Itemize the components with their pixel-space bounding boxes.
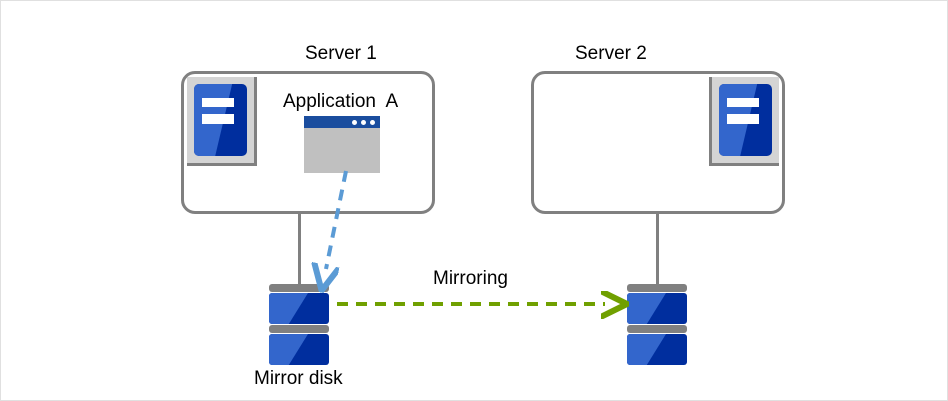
window-dot-icon [361,120,366,125]
disk-platter [269,293,329,324]
application-window-icon [304,116,380,173]
server-chassis [719,84,772,156]
mirroring-label: Mirroring [433,268,508,289]
server-chassis [194,84,247,156]
window-dot-icon [352,120,357,125]
mirror-disk-label: Mirror disk [254,368,343,389]
disk-bar [627,325,687,333]
window-dot-icon [370,120,375,125]
disk-stack-icon [627,284,687,366]
server-icon [709,77,779,166]
server-2-title: Server 2 [575,43,647,64]
server-icon [187,77,257,166]
disk-platter [269,334,329,365]
window-titlebar [304,116,380,128]
chassis-bar-upper [202,97,235,108]
dashed-mirroring-arrow-icon [337,296,625,316]
chassis-bar-lower [727,114,760,124]
application-a-label: Application A [283,91,399,112]
chassis-bar-lower [202,114,235,124]
disk-bar [269,325,329,333]
disk-platter [627,334,687,365]
server-2-disk-connector [656,214,659,286]
disk-stack-icon [269,284,329,366]
server-1-disk-connector [298,214,301,286]
disk-bar [269,284,329,292]
disk-bar [627,284,687,292]
server-1-title: Server 1 [305,43,377,64]
disk-platter [627,293,687,324]
dashed-write-arrow-icon [301,170,348,279]
chassis-bar-upper [727,97,760,108]
